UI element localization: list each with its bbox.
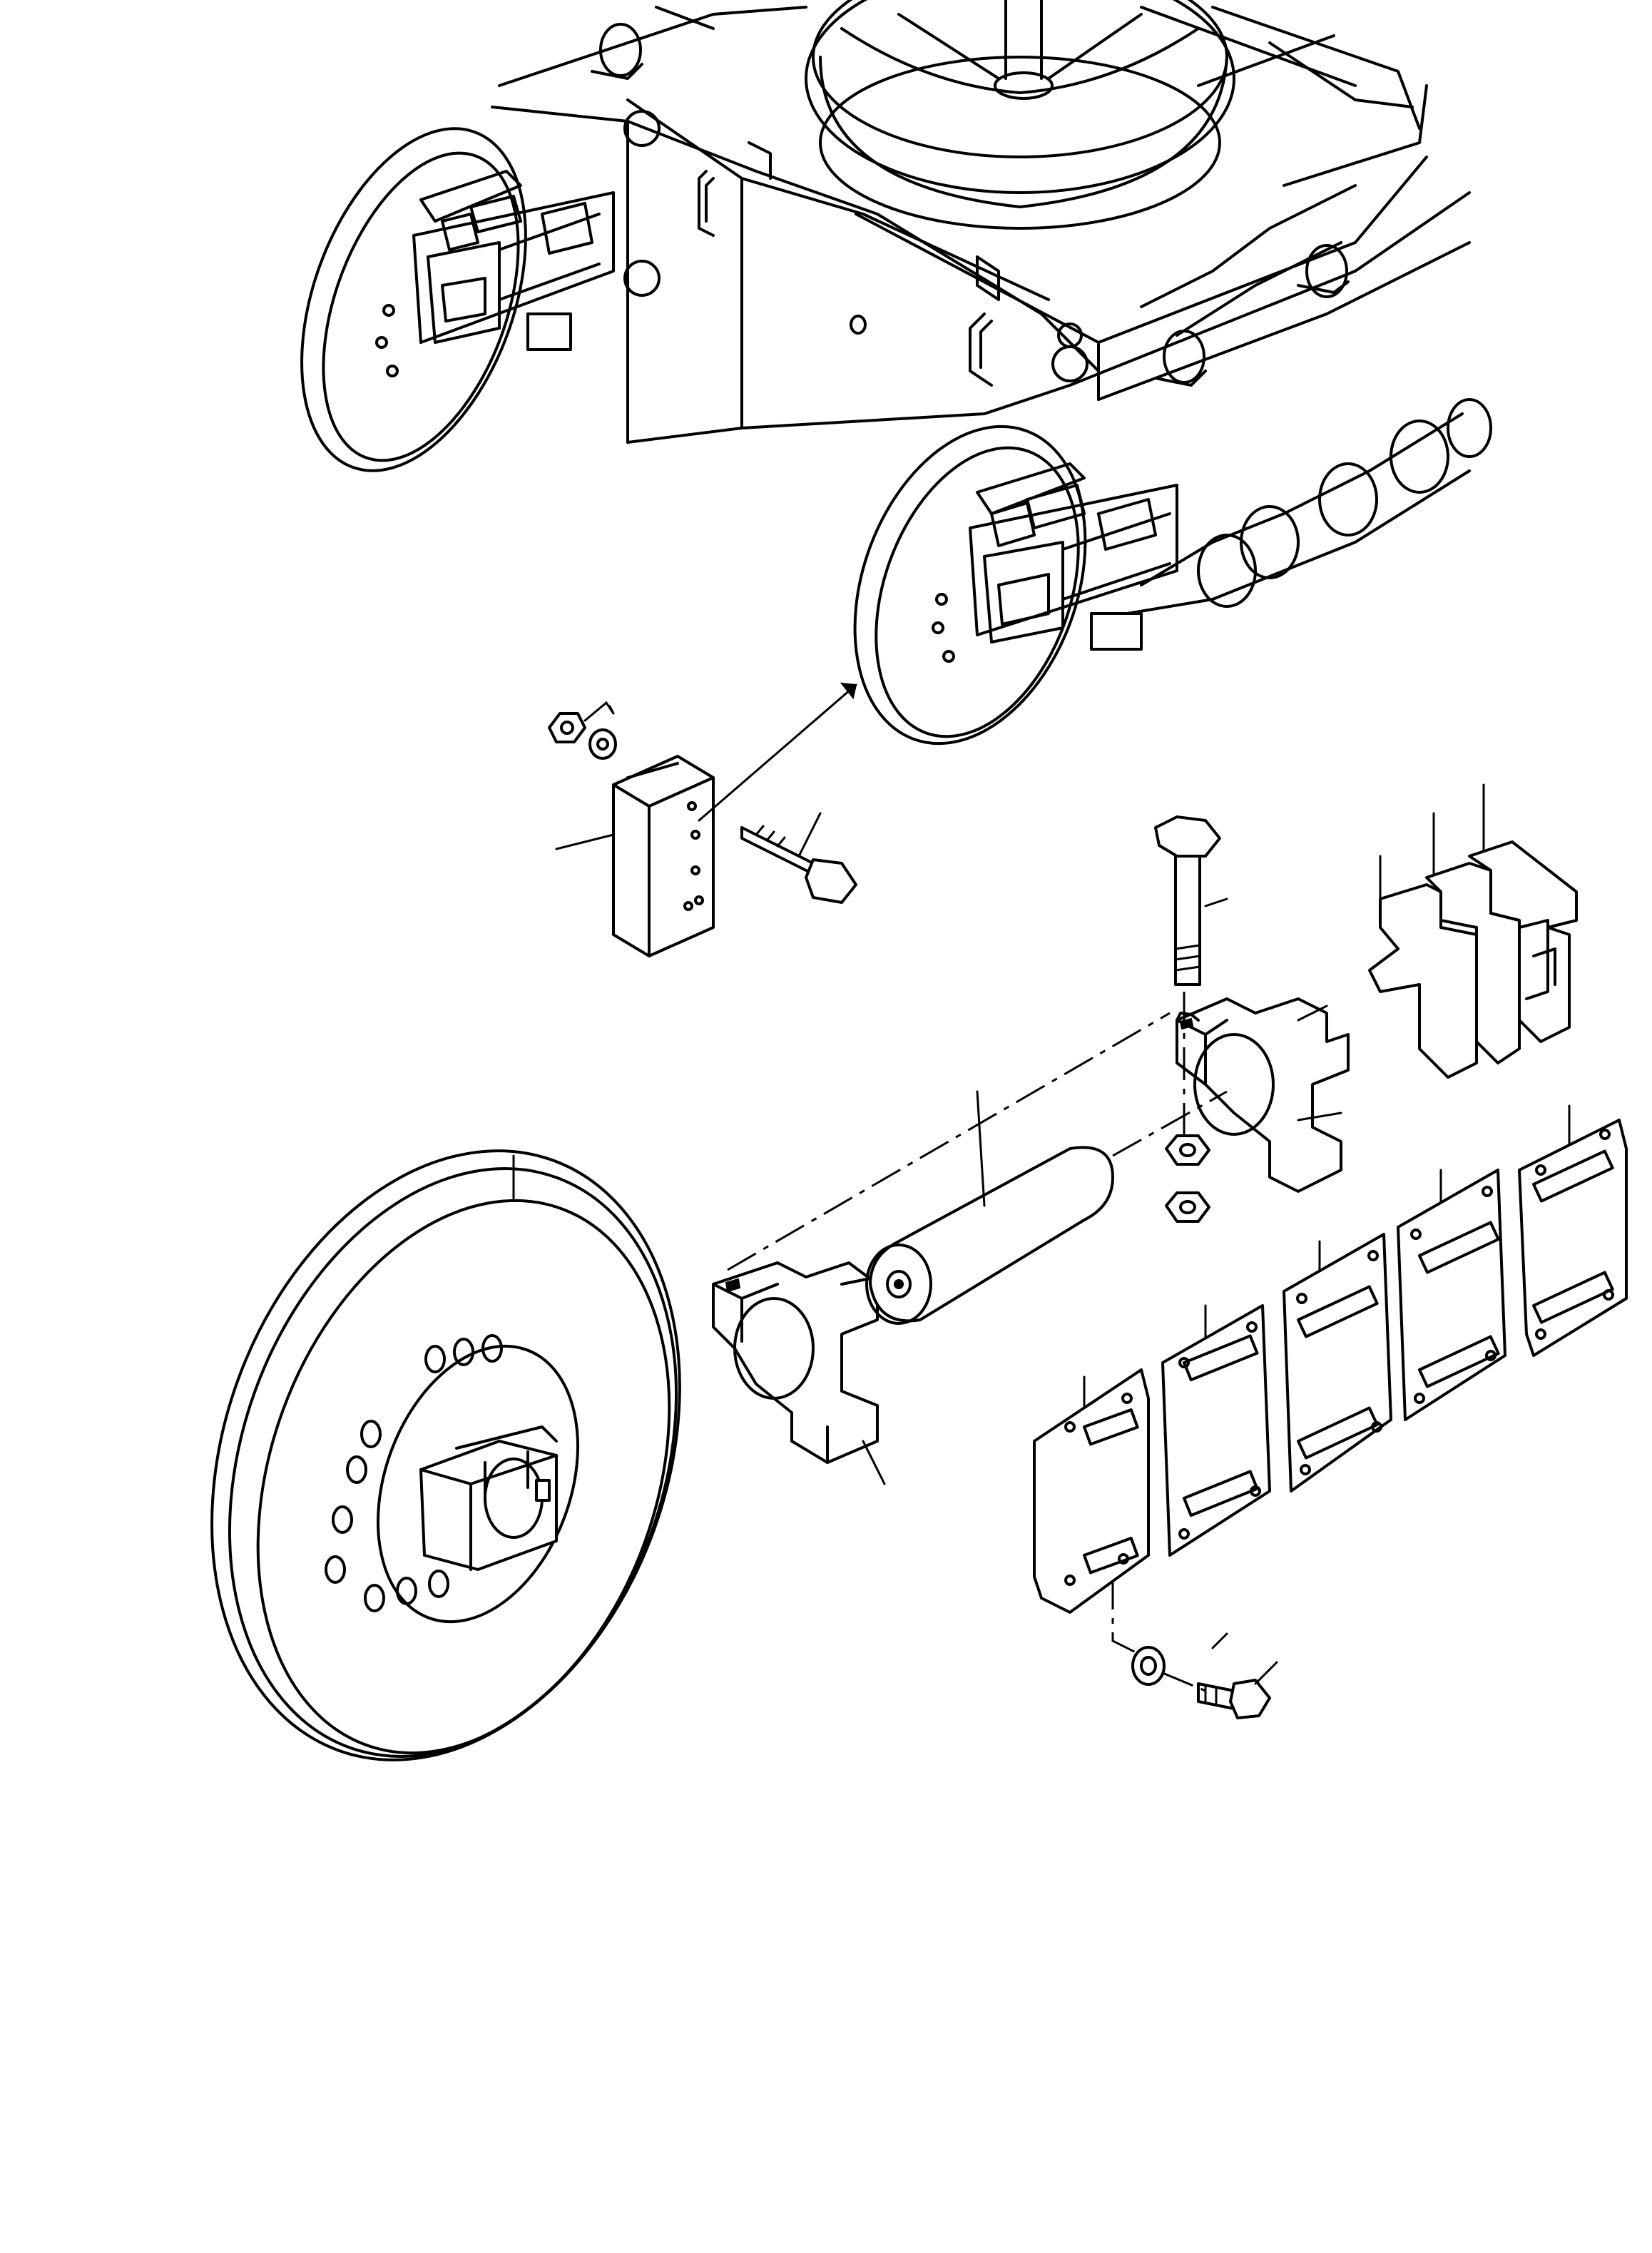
front-idler-right <box>813 395 1177 776</box>
bearing-bracket <box>713 999 1348 1463</box>
guide-block <box>613 756 713 956</box>
bolts <box>742 817 1270 1718</box>
idler-shaft <box>867 1147 1113 1323</box>
undercarriage-frame <box>492 0 1491 614</box>
nuts <box>549 713 1209 1221</box>
washer <box>1133 1647 1164 1684</box>
spacer-blocks <box>1370 842 1576 1077</box>
idler-wheel <box>131 1085 761 1826</box>
shim-plates <box>1034 1120 1626 1612</box>
assembly-center-lines <box>699 683 1227 1691</box>
front-idler-left <box>259 98 613 502</box>
